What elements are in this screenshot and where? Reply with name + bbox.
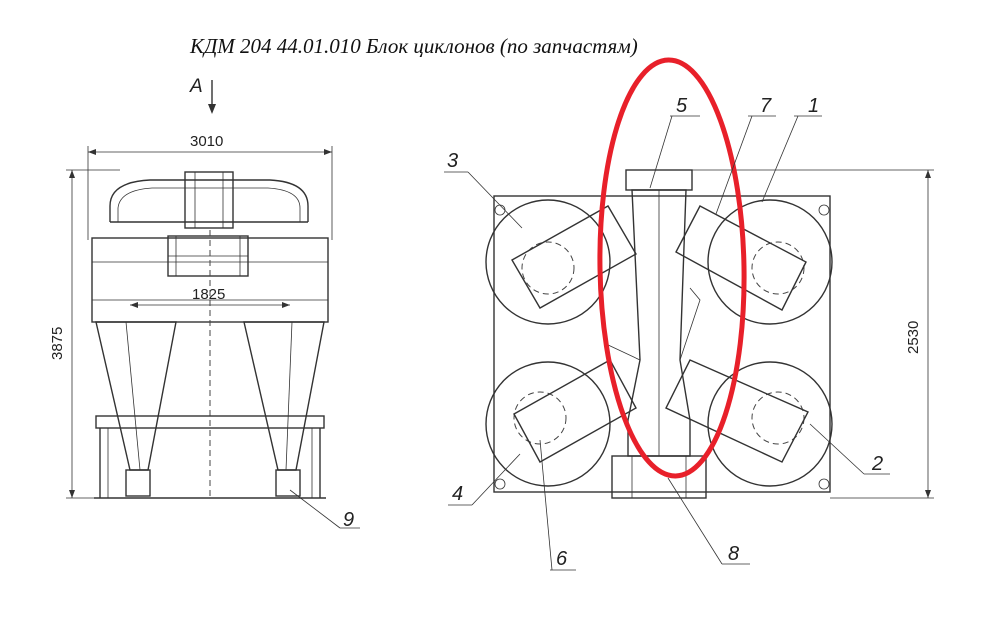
dim-height-total: 3875 xyxy=(49,327,66,360)
top-outlet-pipe xyxy=(184,171,234,229)
callout-2: 2 xyxy=(871,453,883,475)
callout-3: 3 xyxy=(447,150,458,172)
right-discharge xyxy=(275,469,301,497)
view-a-label: A xyxy=(189,76,203,97)
plan-frame xyxy=(493,195,831,493)
manifold-flange xyxy=(625,169,693,191)
inlet-pipe-bottom-right xyxy=(665,359,809,463)
inlet-pipe-bottom-left xyxy=(513,359,637,463)
cyclone-circle-4 xyxy=(485,361,611,487)
view-a-arrowhead xyxy=(208,104,216,114)
callout-1: 1 xyxy=(808,95,819,117)
drawing-title: КДМ 204 44.01.010 Блок циклонов (по запч… xyxy=(190,34,638,58)
dim-plan-height: 2530 xyxy=(905,321,922,354)
callout-4: 4 xyxy=(452,483,463,505)
left-cone xyxy=(95,321,177,471)
cyclone-circle-3 xyxy=(485,199,611,325)
callout-8: 8 xyxy=(728,543,739,565)
callout-5: 5 xyxy=(676,95,688,117)
callout-6: 6 xyxy=(556,548,568,570)
top-dome xyxy=(109,179,309,222)
support-frame xyxy=(95,415,325,429)
dim-inner-width: 1825 xyxy=(192,286,225,303)
callout-9: 9 xyxy=(343,509,354,531)
dim-width-total: 3010 xyxy=(190,133,223,150)
highlight-ellipse xyxy=(597,57,747,479)
callout-7: 7 xyxy=(760,95,772,117)
cyclone-circle-1 xyxy=(707,199,833,325)
cyclone-circle-2 xyxy=(707,361,833,487)
inlet-pipe-top-left xyxy=(511,205,637,309)
bottom-outlet xyxy=(611,455,707,499)
left-discharge xyxy=(125,469,151,497)
front-view: A 3010 3875 xyxy=(49,76,360,531)
plan-view: 2530 5 7 1 3 2 4 6 8 xyxy=(444,57,934,571)
